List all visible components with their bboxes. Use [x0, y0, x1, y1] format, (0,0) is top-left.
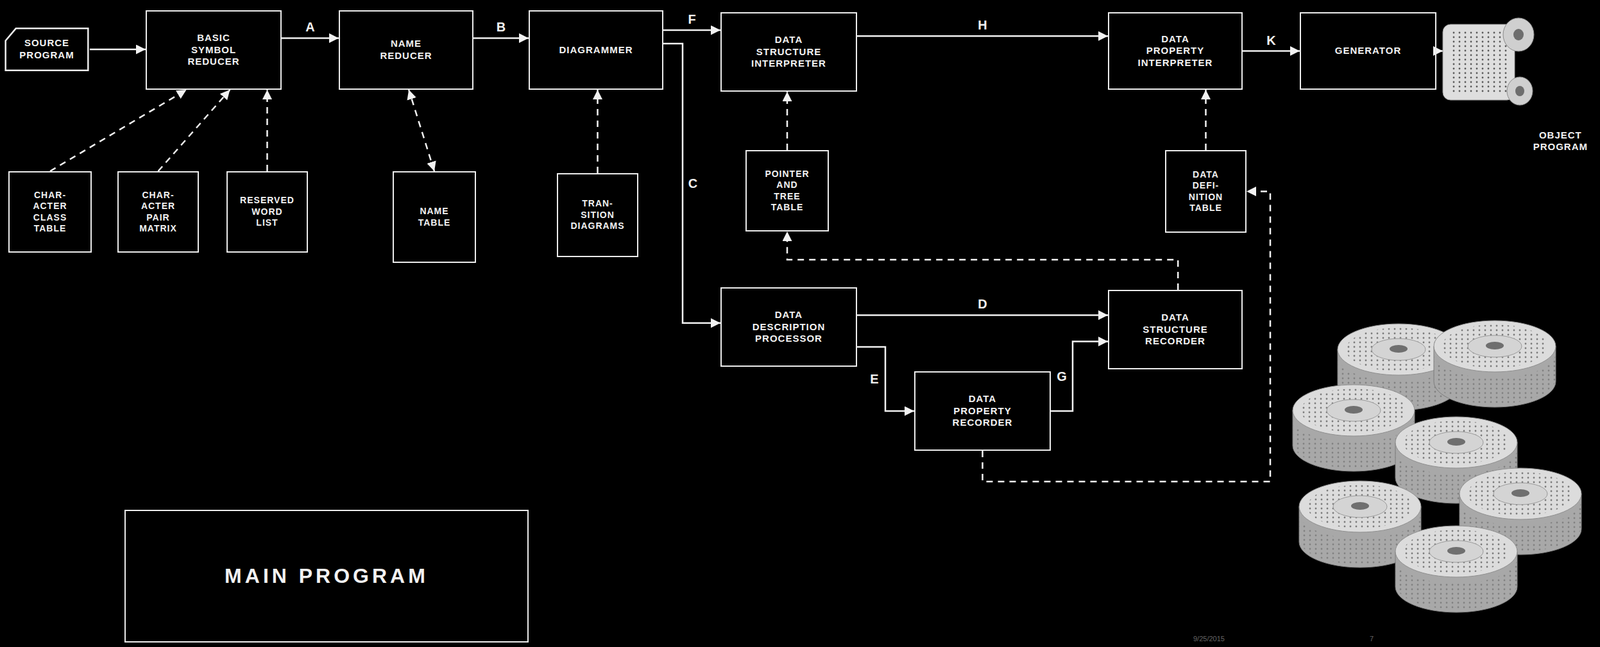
flow-letter: A — [303, 19, 317, 35]
tape-illustration — [1440, 12, 1537, 110]
node-label: CHAR- ACTER CLASS TABLE — [32, 189, 67, 235]
text-group: TRAN- SITION DIAGRAMS — [570, 198, 625, 232]
table-box: POINTER AND TREE TABLE — [745, 150, 829, 232]
dashed-connector — [1204, 89, 1207, 151]
node-label: DATA DEFI- NITION TABLE — [1188, 169, 1223, 214]
flow-arrow — [1050, 341, 1108, 412]
slide-number: 7 — [1369, 635, 1374, 643]
text-group: BASIC SYMBOL REDUCER — [187, 32, 240, 69]
text-group: MAIN PROGRAM — [224, 563, 429, 590]
flow-letter: G — [1054, 369, 1069, 384]
table-box: TRAN- SITION DIAGRAMS — [556, 173, 639, 258]
text-group: GENERATOR — [1335, 44, 1402, 58]
flow-arrow — [1436, 50, 1443, 52]
process-box: DATA DESCRIPTION PROCESSOR — [720, 287, 858, 367]
dashed-connector — [50, 89, 187, 172]
node-label: DIAGRAMMER — [559, 44, 634, 57]
text-group: POINTER AND TREE TABLE — [764, 168, 809, 213]
node-label: DATA PROPERTY INTERPRETER — [1138, 33, 1214, 70]
text-group: NAME REDUCER — [379, 37, 432, 62]
flow-letter: K — [1264, 33, 1278, 48]
node-label: DATA DESCRIPTION PROCESSOR — [752, 309, 826, 346]
flow-letter: F — [685, 12, 698, 27]
text-group: CHAR- ACTER CLASS TABLE — [32, 189, 67, 235]
flow-arrow — [281, 37, 339, 40]
flow-arrow — [857, 35, 1108, 38]
node-label: TRAN- SITION DIAGRAMS — [570, 198, 625, 232]
flow-arrow — [89, 48, 146, 51]
input-card: SOURCE PROGRAM — [3, 27, 90, 72]
flow-letter: B — [494, 19, 508, 35]
table-box: CHAR- ACTER PAIR MATRIX — [117, 171, 199, 253]
paper-tape-stack — [1292, 320, 1582, 613]
table-box: DATA DEFI- NITION TABLE — [1165, 150, 1247, 233]
process-box: BASIC SYMBOL REDUCER — [145, 10, 282, 90]
process-box: DIAGRAMMER — [528, 10, 664, 90]
process-box: DATA PROPERTY RECORDER — [914, 371, 1051, 452]
text-group: DIAGRAMMER — [559, 44, 634, 57]
text-group: DATA PROPERTY INTERPRETER — [1138, 33, 1214, 70]
text-group: SOURCE PROGRAM — [19, 37, 74, 61]
text-group: RESERVED WORD LIST — [239, 195, 295, 229]
flow-arrow — [1242, 50, 1300, 52]
process-box: DATA STRUCTURE INTERPRETER — [720, 12, 858, 92]
node-label: POINTER AND TREE TABLE — [764, 168, 809, 213]
node-label: BASIC SYMBOL REDUCER — [187, 32, 240, 69]
node-label: NAME REDUCER — [379, 37, 432, 62]
dashed-connector — [596, 89, 599, 174]
text-group: DATA DESCRIPTION PROCESSOR — [752, 309, 826, 346]
dashed-connector — [982, 191, 1271, 483]
dashed-connector — [787, 231, 1178, 290]
flow-arrow — [663, 43, 721, 324]
flow-arrow — [473, 37, 529, 40]
text-group: OBJECT PROGRAM — [1533, 129, 1588, 154]
process-box: DATA STRUCTURE RECORDER — [1107, 289, 1243, 370]
node-label: DATA PROPERTY RECORDER — [952, 393, 1013, 430]
node-label: OBJECT PROGRAM — [1533, 129, 1588, 154]
node-label: GENERATOR — [1335, 44, 1402, 58]
node-label: MAIN PROGRAM — [224, 563, 429, 590]
main-program-box: MAIN PROGRAM — [124, 510, 529, 643]
text-group: NAME TABLE — [418, 205, 452, 229]
table-box: RESERVED WORD LIST — [226, 171, 308, 253]
text-group: DATA STRUCTURE RECORDER — [1142, 311, 1209, 348]
dashed-connector — [408, 89, 435, 172]
dashed-connector — [266, 89, 269, 172]
node-label: RESERVED WORD LIST — [239, 195, 295, 229]
node-label: SOURCE PROGRAM — [19, 37, 74, 61]
flow-letter: D — [975, 297, 989, 312]
text-group: CHAR- ACTER PAIR MATRIX — [139, 189, 178, 235]
flow-letter: C — [686, 176, 700, 191]
slide-date: 9/25/2015 — [1193, 635, 1225, 643]
node-label: DATA STRUCTURE INTERPRETER — [751, 34, 827, 70]
process-box: NAME REDUCER — [338, 10, 474, 90]
output-tape: OBJECT PROGRAM — [1440, 12, 1595, 158]
node-label: NAME TABLE — [418, 205, 452, 229]
table-box: CHAR- ACTER CLASS TABLE — [8, 171, 92, 253]
table-box: NAME TABLE — [392, 171, 477, 264]
process-box: DATA PROPERTY INTERPRETER — [1107, 12, 1243, 90]
text-group: DATA DEFI- NITION TABLE — [1188, 169, 1223, 214]
node-label: DATA STRUCTURE RECORDER — [1142, 311, 1209, 348]
flow-letter: E — [868, 372, 881, 387]
text-group: DATA STRUCTURE INTERPRETER — [751, 34, 827, 70]
dashed-connector — [158, 89, 231, 172]
flow-letter: H — [975, 17, 989, 33]
flow-arrow — [857, 347, 915, 412]
process-box: GENERATOR — [1299, 12, 1437, 90]
dashed-connector — [786, 91, 789, 151]
flow-arrow — [857, 314, 1108, 317]
flow-arrow — [663, 29, 721, 32]
text-group: DATA PROPERTY RECORDER — [952, 393, 1013, 430]
node-label: CHAR- ACTER PAIR MATRIX — [139, 189, 178, 235]
